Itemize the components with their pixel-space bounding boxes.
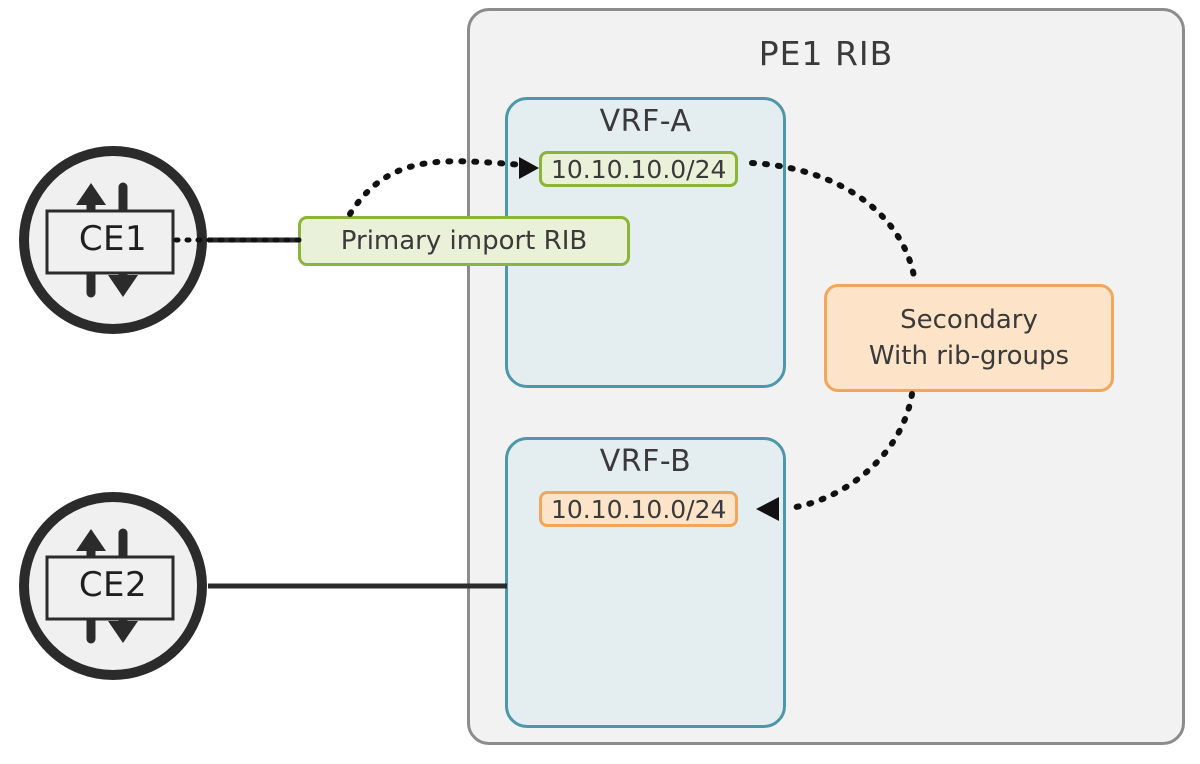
vrf-b-box	[505, 437, 786, 728]
primary-import-rib-callout: Primary import RIB	[298, 216, 630, 266]
ce1-router-icon	[16, 143, 210, 337]
pe1-rib-title: PE1 RIB	[758, 34, 894, 73]
router-icon	[19, 146, 207, 334]
router-icon	[19, 492, 207, 680]
secondary-callout-line-1: Secondary	[900, 305, 1038, 335]
vrf-a-title: VRF-A	[599, 104, 692, 139]
vrf-b-title: VRF-B	[599, 444, 692, 479]
vrf-a-prefix-chip: 10.10.10.0/24	[539, 151, 739, 187]
ce2-router-icon	[16, 489, 210, 683]
secondary-rib-groups-callout: Secondary With rib-groups	[824, 284, 1114, 392]
vrf-b-prefix-chip: 10.10.10.0/24	[539, 491, 739, 527]
secondary-callout-line-2: With rib-groups	[868, 341, 1070, 371]
